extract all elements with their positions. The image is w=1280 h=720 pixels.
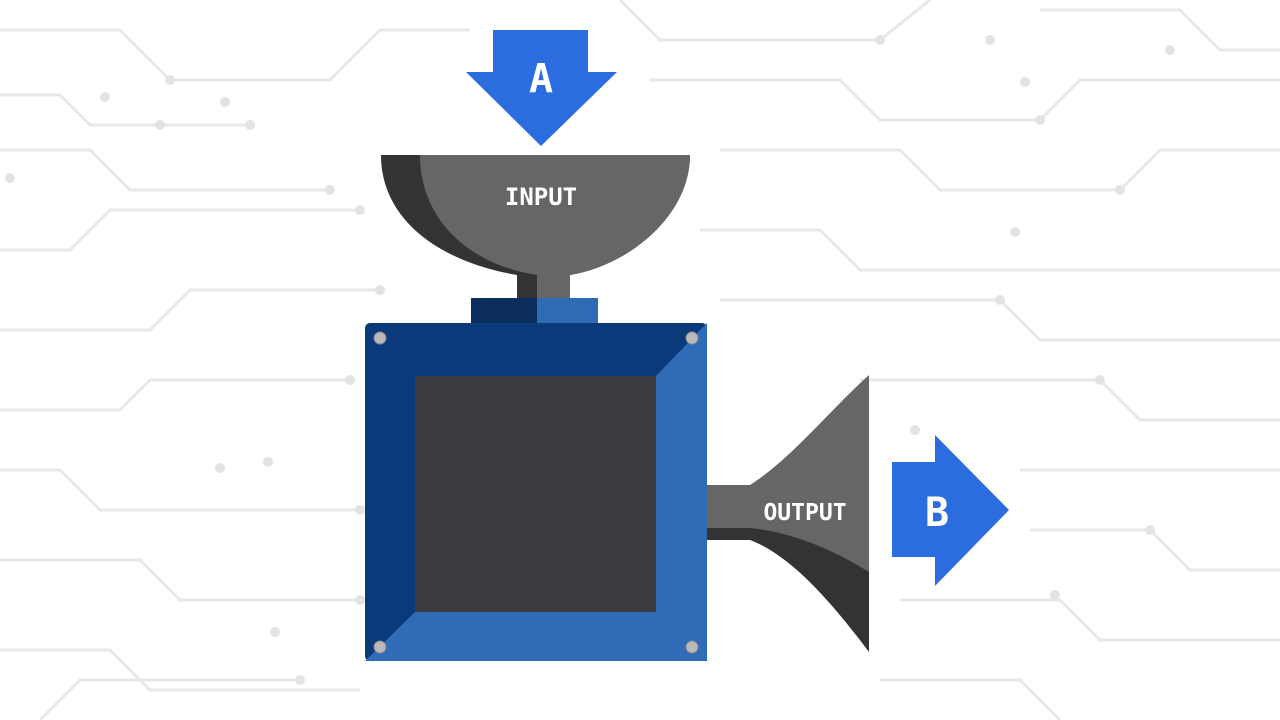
connector-left [471,298,537,324]
horn-label: OUTPUT [763,500,846,526]
output-arrow: B [892,435,1009,586]
output-horn: OUTPUT [707,375,869,652]
screw-icon [685,640,699,654]
connector-right [537,298,598,324]
machine-bevel-right [365,323,707,661]
circuit-nodes [5,35,1175,685]
arrow-right-icon [892,435,1009,586]
funnel-body [420,155,690,298]
input-arrow: A [466,30,617,146]
output-arrow-letter: B [925,490,949,536]
funnel-label: INPUT [505,183,577,211]
machine-screen [415,376,656,612]
screw-icon [373,640,387,654]
input-arrow-letter: A [529,56,553,102]
screw-icon [685,331,699,345]
input-funnel: INPUT [381,155,690,298]
arrow-down-icon [466,30,617,146]
screw-icon [373,331,387,345]
machine-box [365,323,707,661]
machine-screws [373,331,699,654]
horn-shadow [750,510,869,652]
horn-body [707,375,869,572]
